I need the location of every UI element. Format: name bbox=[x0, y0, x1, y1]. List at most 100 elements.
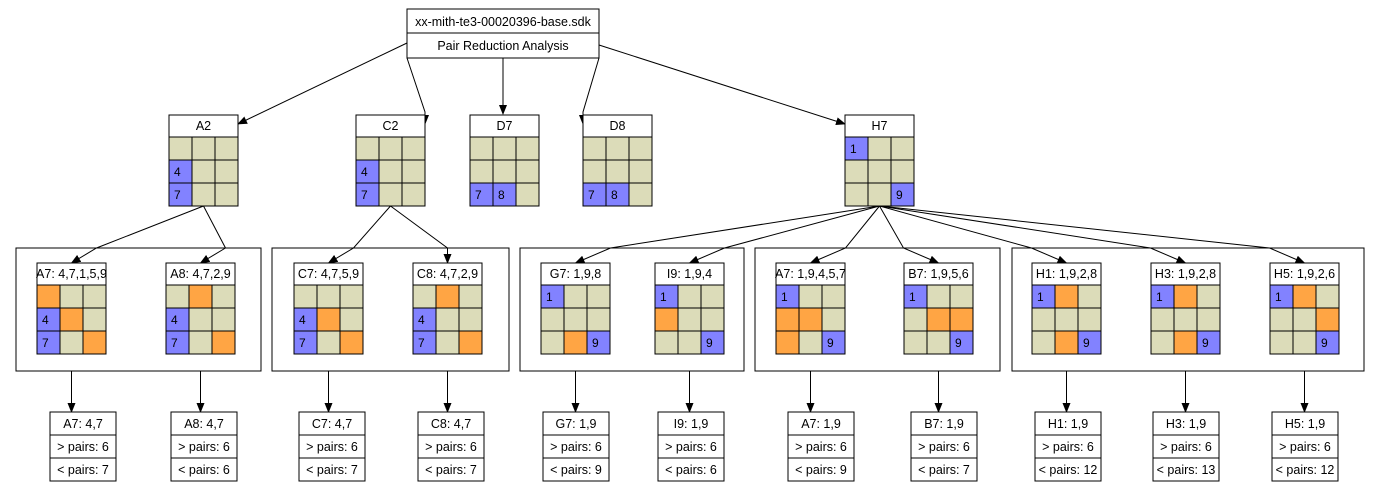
grid-node-label: H1: 1,9,2,8 bbox=[1036, 267, 1097, 281]
edge-root-H7 bbox=[598, 44, 846, 126]
summary-node-C7[interactable]: C7: 4,7> pairs: 6< pairs: 7 bbox=[298, 411, 366, 482]
grid-cell bbox=[798, 330, 823, 355]
grid-cell bbox=[844, 159, 869, 184]
grid-cell bbox=[700, 284, 725, 309]
edge-H7-A7b bbox=[809, 205, 880, 264]
grid-node-C7[interactable]: C7: 4,7,5,947 bbox=[293, 262, 364, 355]
summary-title: C8: 4,7 bbox=[431, 417, 471, 431]
grid-cell-value: 4 bbox=[174, 165, 181, 179]
grid-cell-value: 9 bbox=[706, 336, 713, 350]
summary-node-A7b[interactable]: A7: 1,9> pairs: 6< pairs: 9 bbox=[787, 411, 855, 482]
grid-cell bbox=[165, 284, 190, 309]
summary-more-pairs: > pairs: 6 bbox=[665, 440, 717, 454]
cluster-box-grp-H7c bbox=[1011, 247, 1365, 372]
grid-node-label: H3: 1,9,2,8 bbox=[1155, 267, 1216, 281]
grid-node-C8[interactable]: C8: 4,7,2,947 bbox=[412, 262, 483, 355]
summary-title: B7: 1,9 bbox=[924, 417, 964, 431]
grid-cell bbox=[59, 284, 84, 309]
summary-frame bbox=[49, 411, 117, 482]
summary-title: A7: 1,9 bbox=[801, 417, 841, 431]
grid-cell-value: 9 bbox=[1083, 336, 1090, 350]
summary-less-pairs: < pairs: 6 bbox=[665, 463, 717, 477]
grid-node-B7[interactable]: B7: 1,9,5,619 bbox=[903, 262, 974, 355]
summary-node-H1[interactable]: H1: 1,9> pairs: 6< pairs: 12 bbox=[1034, 411, 1102, 482]
summary-title: H5: 1,9 bbox=[1285, 417, 1325, 431]
grid-node-H3[interactable]: H3: 1,9,2,819 bbox=[1150, 262, 1221, 355]
grid-cell bbox=[1292, 284, 1317, 309]
grid-cell bbox=[191, 159, 216, 184]
grid-cell bbox=[586, 284, 611, 309]
grid-node-I9[interactable]: I9: 1,9,419 bbox=[654, 262, 725, 355]
root-node[interactable]: xx-mith-te3-00020396-base.sdk Pair Reduc… bbox=[406, 8, 600, 59]
grid-cell bbox=[293, 284, 318, 309]
summary-more-pairs: > pairs: 6 bbox=[1042, 440, 1094, 454]
grid-cell bbox=[677, 330, 702, 355]
summary-frame bbox=[542, 411, 610, 482]
summary-more-pairs: > pairs: 6 bbox=[425, 440, 477, 454]
edge-C2-C7 bbox=[327, 205, 391, 264]
grid-node-A7[interactable]: A7: 4,7,1,5,947 bbox=[36, 262, 107, 355]
grid-cell bbox=[775, 307, 800, 332]
grid-cell bbox=[949, 330, 974, 355]
grid-cell bbox=[188, 307, 213, 332]
grid-cell bbox=[798, 307, 823, 332]
grid-node-H5[interactable]: H5: 1,9,2,619 bbox=[1269, 262, 1340, 355]
grid-cell bbox=[677, 284, 702, 309]
grid-cell bbox=[458, 330, 483, 355]
grid-cell bbox=[563, 307, 588, 332]
summary-node-A7[interactable]: A7: 4,7> pairs: 6< pairs: 7 bbox=[49, 411, 117, 482]
summary-node-G7[interactable]: G7: 1,9> pairs: 6< pairs: 9 bbox=[542, 411, 610, 482]
grid-node-label: C8: 4,7,2,9 bbox=[417, 267, 478, 281]
grid-node-label: A7: 1,9,4,5,7 bbox=[775, 267, 846, 281]
summary-title: A8: 4,7 bbox=[184, 417, 224, 431]
summary-node-H5[interactable]: H5: 1,9> pairs: 6< pairs: 12 bbox=[1271, 411, 1339, 482]
grid-cell bbox=[458, 307, 483, 332]
grid-cell bbox=[700, 330, 725, 355]
grid-cell bbox=[1292, 307, 1317, 332]
grid-cell bbox=[188, 284, 213, 309]
cluster-box-grp-H7a bbox=[519, 247, 745, 372]
summary-title: I9: 1,9 bbox=[674, 417, 709, 431]
grid-cell bbox=[586, 307, 611, 332]
grid-cell bbox=[654, 330, 679, 355]
summary-node-C8[interactable]: C8: 4,7> pairs: 6< pairs: 7 bbox=[417, 411, 485, 482]
summary-node-I9[interactable]: I9: 1,9 > pairs: 6 < pairs: 6 bbox=[657, 411, 725, 482]
grid-node-H1[interactable]: H1: 1,9,2,819 bbox=[1031, 262, 1102, 355]
grid-cell bbox=[582, 136, 607, 161]
grid-cell-value: 9 bbox=[1202, 336, 1209, 350]
grid-cell bbox=[492, 136, 517, 161]
edge-A2-A7 bbox=[70, 205, 204, 264]
summary-more-pairs: > pairs: 6 bbox=[550, 440, 602, 454]
summary-frame bbox=[170, 411, 238, 482]
grid-cell bbox=[926, 284, 951, 309]
summary-node-B7[interactable]: B7: 1,9> pairs: 6< pairs: 7 bbox=[910, 411, 978, 482]
grid-cell bbox=[469, 159, 494, 184]
grid-cell bbox=[605, 136, 630, 161]
grid-cell-value: 4 bbox=[42, 313, 49, 327]
summary-node-H3[interactable]: H3: 1,9> pairs: 6< pairs: 13 bbox=[1152, 411, 1220, 482]
grid-cell bbox=[211, 307, 236, 332]
summary-frame bbox=[298, 411, 366, 482]
summary-more-pairs: > pairs: 6 bbox=[306, 440, 358, 454]
grid-cell bbox=[903, 307, 928, 332]
grid-cell bbox=[401, 136, 426, 161]
summary-less-pairs: < pairs: 7 bbox=[57, 463, 109, 477]
grid-cell bbox=[890, 136, 915, 161]
summary-node-A8[interactable]: A8: 4,7> pairs: 6< pairs: 6 bbox=[170, 411, 238, 482]
grid-cell bbox=[36, 284, 61, 309]
edge-H7-I9 bbox=[688, 205, 880, 264]
grid-cell-value: 9 bbox=[955, 336, 962, 350]
grid-node-A7b[interactable]: A7: 1,9,4,5,719 bbox=[775, 262, 846, 355]
cluster-box-grp-A2 bbox=[15, 247, 262, 372]
grid-node-G7[interactable]: G7: 1,9,819 bbox=[540, 262, 611, 355]
cluster-box-grp-C2 bbox=[271, 247, 510, 372]
grid-node-A8[interactable]: A8: 4,7,2,947 bbox=[165, 262, 236, 355]
grid-cell bbox=[1196, 307, 1221, 332]
